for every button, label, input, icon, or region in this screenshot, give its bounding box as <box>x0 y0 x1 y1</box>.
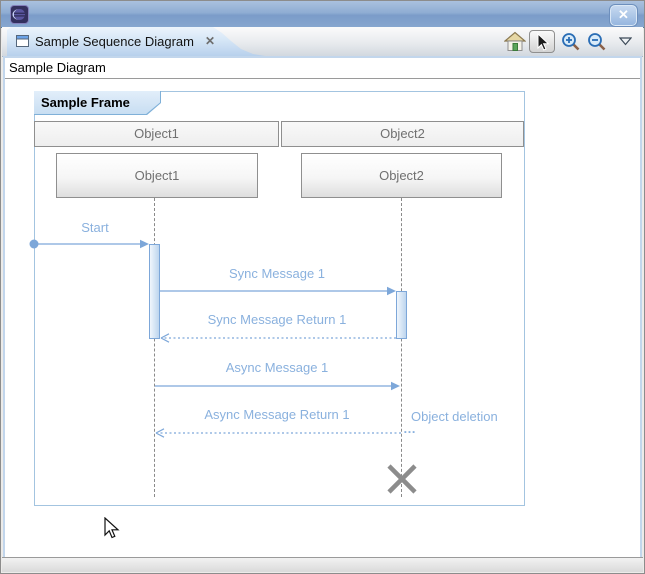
lifeline-head-object2[interactable]: Object2 <box>301 153 502 198</box>
lifeline-object2[interactable] <box>401 198 402 497</box>
chevron-down-icon <box>619 37 632 46</box>
message-label-start[interactable]: Start <box>65 220 125 235</box>
activation-bar-object2[interactable] <box>396 291 407 339</box>
view-menu-button[interactable] <box>613 30 637 53</box>
select-tool-button[interactable] <box>529 30 555 53</box>
message-label-async-1[interactable]: Async Message 1 <box>197 360 357 375</box>
tab-close-icon[interactable]: ✕ <box>205 27 215 56</box>
home-icon <box>504 31 526 52</box>
diagram-canvas[interactable]: Sample Frame Object1 Object2 Object1 Obj… <box>5 79 640 557</box>
editor-pane: Sample Diagram Sample Frame Object1 Obje… <box>3 56 642 557</box>
cursor-icon <box>534 33 550 51</box>
message-label-sync-return-1[interactable]: Sync Message Return 1 <box>197 312 357 327</box>
frame-label[interactable]: Sample Frame <box>34 91 161 115</box>
tab-strip: Sample Sequence Diagram ✕ <box>2 27 643 57</box>
eclipse-logo-icon <box>10 5 29 24</box>
column-header-object2[interactable]: Object2 <box>281 121 524 147</box>
titlebar: ✕ <box>1 1 644 28</box>
zoom-in-button[interactable] <box>559 30 583 53</box>
message-label-sync-1[interactable]: Sync Message 1 <box>197 266 357 281</box>
zoom-out-button[interactable] <box>585 30 609 53</box>
ellipsis-label: … <box>403 421 417 436</box>
tab-label: Sample Sequence Diagram <box>35 27 194 56</box>
window-bottom-edge <box>2 557 643 572</box>
frame-label-text: Sample Frame <box>34 91 160 114</box>
window-close-button[interactable]: ✕ <box>609 4 638 27</box>
activation-bar-object1[interactable] <box>149 244 160 339</box>
object-deletion-label[interactable]: Object deletion <box>411 409 498 424</box>
diagram-title: Sample Diagram <box>5 58 640 79</box>
column-header-object1[interactable]: Object1 <box>34 121 279 147</box>
editor-window-icon <box>16 34 30 53</box>
tab-sample-sequence-diagram[interactable]: Sample Sequence Diagram ✕ <box>7 27 281 56</box>
zoom-in-icon <box>561 32 581 52</box>
home-button[interactable] <box>503 30 527 53</box>
lifeline-object1[interactable] <box>154 198 155 497</box>
zoom-out-icon <box>587 32 607 52</box>
message-label-async-return-1[interactable]: Async Message Return 1 <box>192 407 362 422</box>
lifeline-head-object1[interactable]: Object1 <box>56 153 258 198</box>
